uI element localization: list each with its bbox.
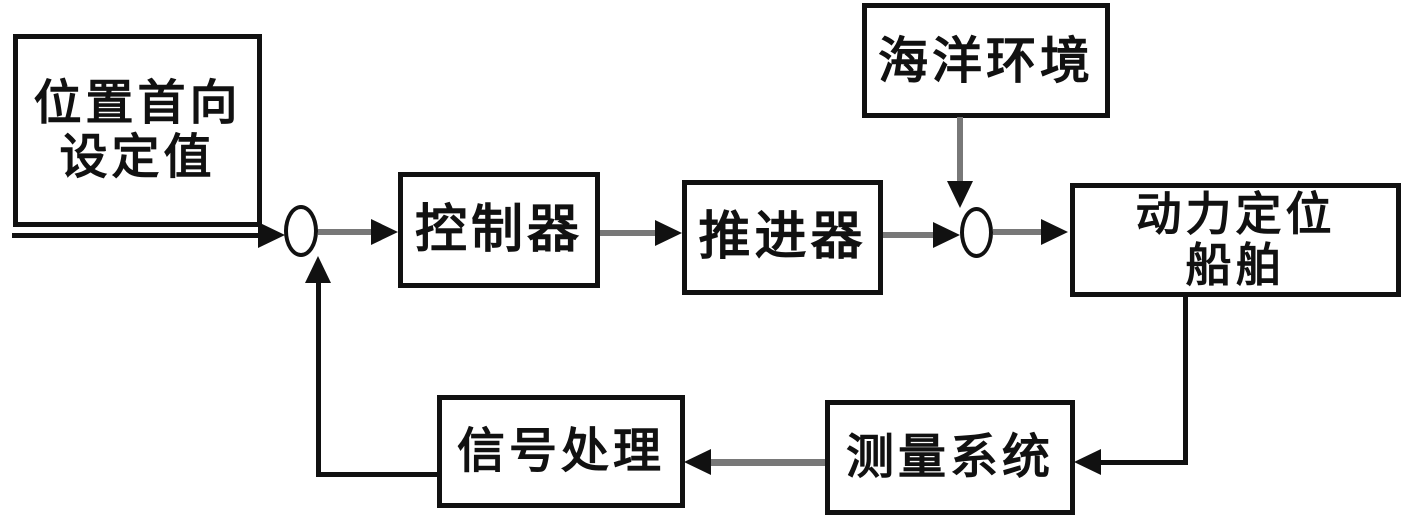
arrowhead-into-measurement-icon: [1074, 449, 1101, 475]
ship-label-line1: 动力定位: [1135, 187, 1336, 242]
measurement-label: 测量系统: [845, 428, 1054, 485]
setpoint-output-line: [12, 233, 259, 238]
signal-feedback-vertical-line: [316, 282, 321, 477]
thruster-box: 推进器: [682, 180, 883, 295]
signal-feedback-horizontal-line: [316, 472, 437, 477]
arrowhead-into-thruster-icon: [655, 220, 682, 246]
ship-label-line2: 船舶: [1185, 238, 1286, 292]
measurement-box: 测量系统: [825, 400, 1075, 515]
arrowhead-into-controller-icon: [371, 219, 398, 245]
arrowhead-down-into-junction-2-icon: [947, 181, 973, 208]
setpoint-label-line2: 设定值: [59, 128, 216, 185]
ship-box: 动力定位 船舶: [1070, 183, 1401, 297]
arrowhead-into-junction-2-icon: [933, 222, 960, 248]
controller-label: 控制器: [414, 198, 583, 260]
environment-label: 海洋环境: [878, 30, 1094, 90]
controller-box: 控制器: [398, 172, 600, 288]
junction1-to-controller-line: [318, 229, 374, 235]
measurement-to-signal-line: [709, 459, 825, 466]
controller-to-thruster-line: [600, 230, 658, 236]
signal-box: 信号处理: [437, 395, 685, 508]
setpoint-label-line1: 位置首向: [33, 74, 242, 131]
arrowhead-into-signal-icon: [684, 449, 711, 475]
signal-label: 信号处理: [456, 422, 665, 479]
ship-down-line: [1183, 296, 1188, 465]
arrowhead-into-ship-icon: [1041, 219, 1068, 245]
arrowhead-into-junction-1-icon: [258, 222, 285, 248]
summing-junction-2: [960, 207, 993, 258]
setpoint-box: 位置首向 设定值: [13, 34, 262, 227]
summing-junction-1: [284, 205, 318, 257]
environment-box: 海洋环境: [862, 3, 1110, 118]
environment-down-line: [957, 117, 963, 183]
ship-to-measurement-line: [1096, 460, 1186, 465]
thruster-label: 推进器: [698, 206, 867, 268]
junction2-to-ship-line: [993, 229, 1043, 235]
thruster-to-junction2-line: [883, 232, 936, 238]
arrowhead-up-into-junction-1-icon: [305, 256, 331, 283]
